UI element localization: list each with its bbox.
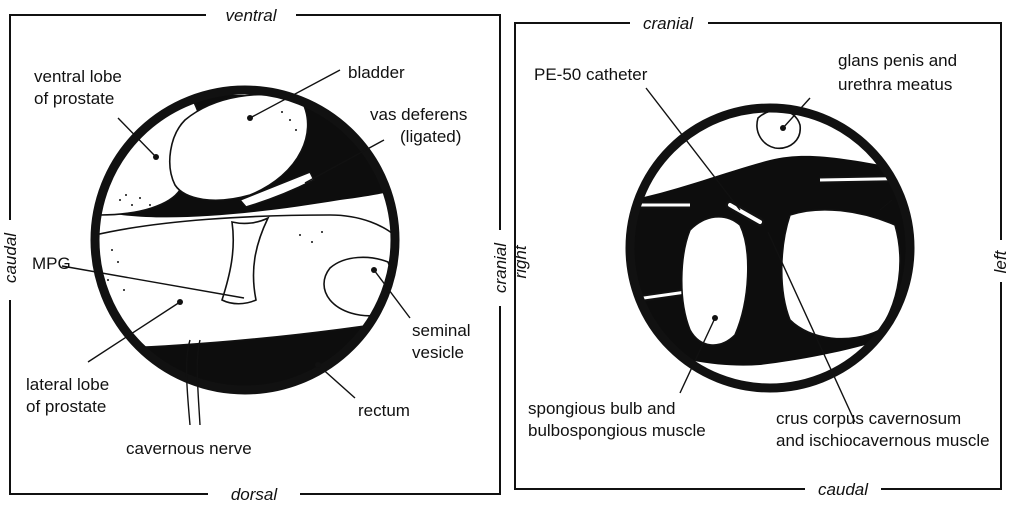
label-mpg: MPG	[32, 254, 71, 273]
right-panel: cranial caudal right left	[511, 12, 1012, 501]
label-seminal-vesicle-line2: vesicle	[412, 343, 464, 362]
label-glans-line1: glans penis and	[838, 51, 957, 70]
label-crus-line1: crus corpus cavernosum	[776, 409, 961, 428]
label-rectum: rectum	[358, 401, 410, 420]
left-panel: ventral dorsal caudal cranial	[0, 4, 532, 505]
right-orientation-right: left	[991, 249, 1010, 273]
label-vas-deferens-line1: vas deferens	[370, 105, 467, 124]
label-spongious-line2: bulbospongious muscle	[528, 421, 706, 440]
label-spongious-line1: spongious bulb and	[528, 399, 675, 418]
left-orientation-left: caudal	[1, 232, 20, 283]
label-pe50-catheter: PE-50 catheter	[534, 65, 648, 84]
label-ventral-lobe-line1: ventral lobe	[34, 67, 122, 86]
label-cavernous-nerve: cavernous nerve	[126, 439, 252, 458]
label-seminal-vesicle-line1: seminal	[412, 321, 471, 340]
left-orientation-right: cranial	[491, 242, 510, 293]
right-orientation-top: cranial	[643, 14, 694, 33]
label-bladder: bladder	[348, 63, 405, 82]
right-orientation-bottom: caudal	[818, 480, 869, 499]
spongious-bulb-shape	[682, 217, 748, 345]
label-glans-line2: urethra meatus	[838, 75, 952, 94]
label-vas-deferens-line2: (ligated)	[400, 127, 461, 146]
right-anatomy-illustration	[600, 94, 930, 390]
crus-shape	[782, 210, 900, 339]
right-orientation-left: right	[511, 244, 530, 278]
label-ventral-lobe-line2: of prostate	[34, 89, 114, 108]
left-orientation-top: ventral	[225, 6, 277, 25]
left-orientation-bottom: dorsal	[231, 485, 279, 504]
label-crus-line2: and ischiocavernous muscle	[776, 431, 990, 450]
label-lateral-lobe-line1: lateral lobe	[26, 375, 109, 394]
left-anatomy-illustration	[90, 85, 410, 395]
label-lateral-lobe-line2: of prostate	[26, 397, 106, 416]
